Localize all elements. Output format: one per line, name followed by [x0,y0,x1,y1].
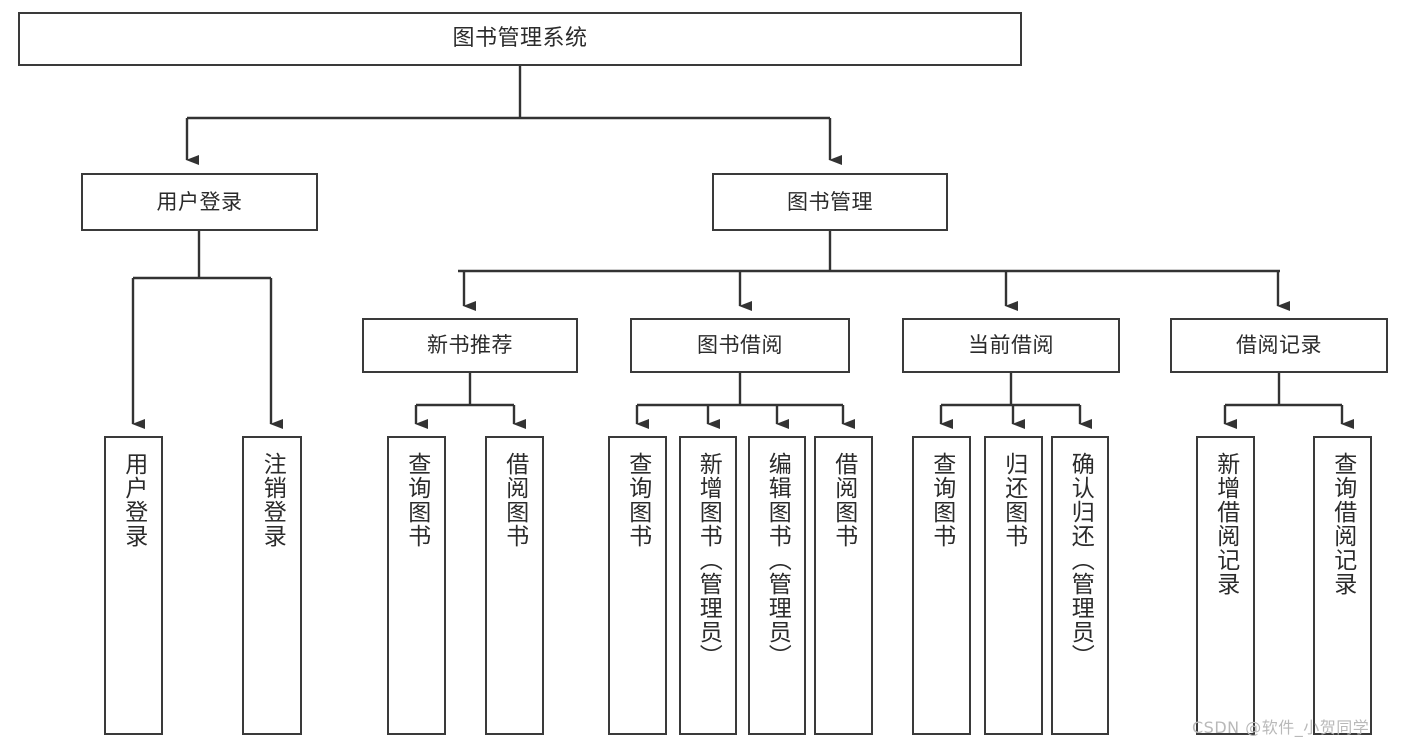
node-leaf-add-borrow-record-label: 新增借阅记录 [1212,452,1239,596]
node-book-manage[interactable]: 图书管理 [712,173,948,231]
node-leaf-query-book-current[interactable]: 查询图书 [912,436,971,735]
node-borrow-record-label: 借阅记录 [1236,333,1322,358]
node-leaf-add-book-label: 新增图书（管理员） [695,452,722,668]
node-leaf-query-book-borrow-label: 查询图书 [624,452,651,548]
node-new-book-recommend-label: 新书推荐 [427,333,513,358]
node-book-manage-label: 图书管理 [787,189,873,214]
node-leaf-user-logout-label: 注销登录 [259,452,286,548]
node-leaf-edit-book-label: 编辑图书（管理员） [764,452,791,668]
node-borrow-record[interactable]: 借阅记录 [1170,318,1388,373]
node-leaf-query-borrow-record-label: 查询借阅记录 [1329,452,1356,596]
node-leaf-query-borrow-record[interactable]: 查询借阅记录 [1313,436,1372,735]
node-leaf-borrow-book-borrow-label: 借阅图书 [830,452,857,548]
node-leaf-user-logout[interactable]: 注销登录 [242,436,302,735]
node-leaf-borrow-book-recommend-label: 借阅图书 [501,452,528,548]
node-leaf-query-book-recommend[interactable]: 查询图书 [387,436,446,735]
node-leaf-borrow-book-recommend[interactable]: 借阅图书 [485,436,544,735]
node-leaf-user-login-label: 用户登录 [120,452,147,548]
node-leaf-return-book[interactable]: 归还图书 [984,436,1043,735]
node-leaf-confirm-return[interactable]: 确认归还（管理员） [1051,436,1109,735]
node-leaf-query-book-recommend-label: 查询图书 [403,452,430,548]
node-book-borrow[interactable]: 图书借阅 [630,318,850,373]
node-book-borrow-label: 图书借阅 [697,333,783,358]
node-leaf-user-login[interactable]: 用户登录 [104,436,163,735]
node-leaf-add-book[interactable]: 新增图书（管理员） [679,436,737,735]
node-leaf-confirm-return-label: 确认归还（管理员） [1067,452,1094,668]
node-leaf-query-book-current-label: 查询图书 [928,452,955,548]
node-new-book-recommend[interactable]: 新书推荐 [362,318,578,373]
node-leaf-return-book-label: 归还图书 [1000,452,1027,548]
node-current-borrow[interactable]: 当前借阅 [902,318,1120,373]
node-root[interactable]: 图书管理系统 [18,12,1022,66]
node-user-login[interactable]: 用户登录 [81,173,318,231]
node-leaf-query-book-borrow[interactable]: 查询图书 [608,436,667,735]
node-leaf-borrow-book-borrow[interactable]: 借阅图书 [814,436,873,735]
node-current-borrow-label: 当前借阅 [968,333,1054,358]
node-root-label: 图书管理系统 [452,26,588,52]
watermark-text: CSDN @软件_小贺同学 [1192,718,1370,737]
node-leaf-add-borrow-record[interactable]: 新增借阅记录 [1196,436,1255,735]
node-leaf-edit-book[interactable]: 编辑图书（管理员） [748,436,806,735]
node-user-login-label: 用户登录 [156,189,243,214]
